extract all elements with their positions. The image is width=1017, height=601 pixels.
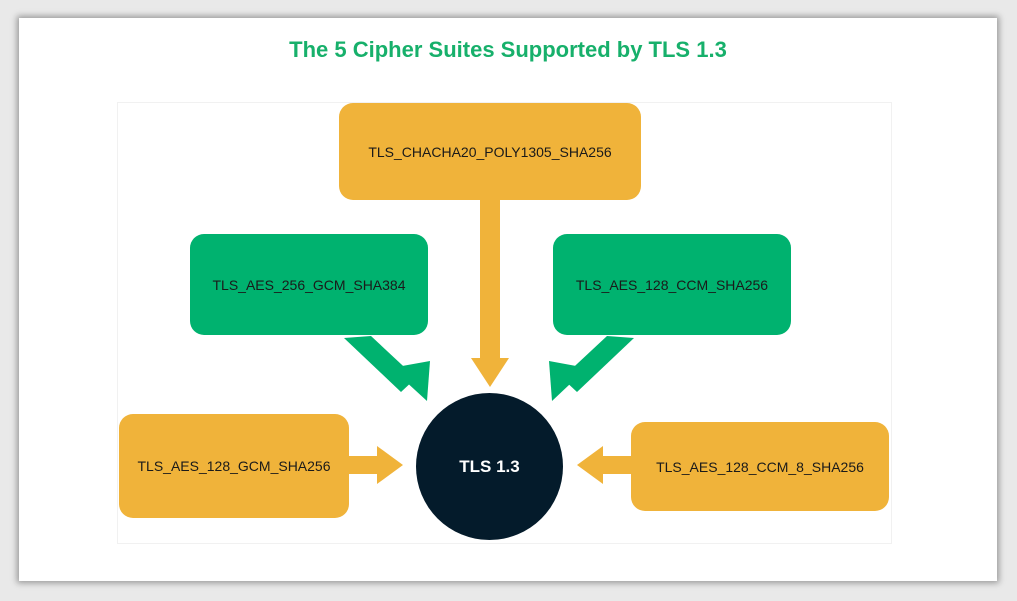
suite-box-chacha: TLS_CHACHA20_POLY1305_SHA256: [339, 103, 641, 200]
suite-label: TLS_CHACHA20_POLY1305_SHA256: [368, 143, 612, 160]
arrows-layer: [344, 200, 634, 484]
suite-box-aes128ccm8: TLS_AES_128_CCM_8_SHA256: [631, 422, 889, 511]
arrow-aes128ccm8: [577, 446, 631, 484]
arrow-chacha: [471, 200, 509, 387]
suite-label: TLS_AES_128_GCM_SHA256: [137, 458, 331, 474]
arrow-aes128ccm: [549, 336, 634, 401]
suite-box-aes256gcm: TLS_AES_256_GCM_SHA384: [190, 234, 428, 335]
diagram-card: The 5 Cipher Suites Supported by TLS 1.3: [19, 18, 997, 581]
suite-box-aes128gcm: TLS_AES_128_GCM_SHA256: [119, 414, 349, 518]
suite-label: TLS_AES_128_CCM_SHA256: [575, 276, 769, 293]
arrow-aes128gcm: [349, 446, 403, 484]
suite-box-aes128ccm: TLS_AES_128_CCM_SHA256: [553, 234, 791, 335]
diagram-title: The 5 Cipher Suites Supported by TLS 1.3: [289, 37, 727, 62]
diagram-canvas: [117, 102, 892, 544]
tls-center-node: TLS 1.3: [416, 393, 563, 540]
suite-label: TLS_AES_128_CCM_8_SHA256: [656, 458, 864, 475]
arrow-aes256gcm: [344, 336, 430, 401]
suite-label: TLS_AES_256_GCM_SHA384: [212, 276, 406, 293]
center-label: TLS 1.3: [459, 456, 520, 476]
